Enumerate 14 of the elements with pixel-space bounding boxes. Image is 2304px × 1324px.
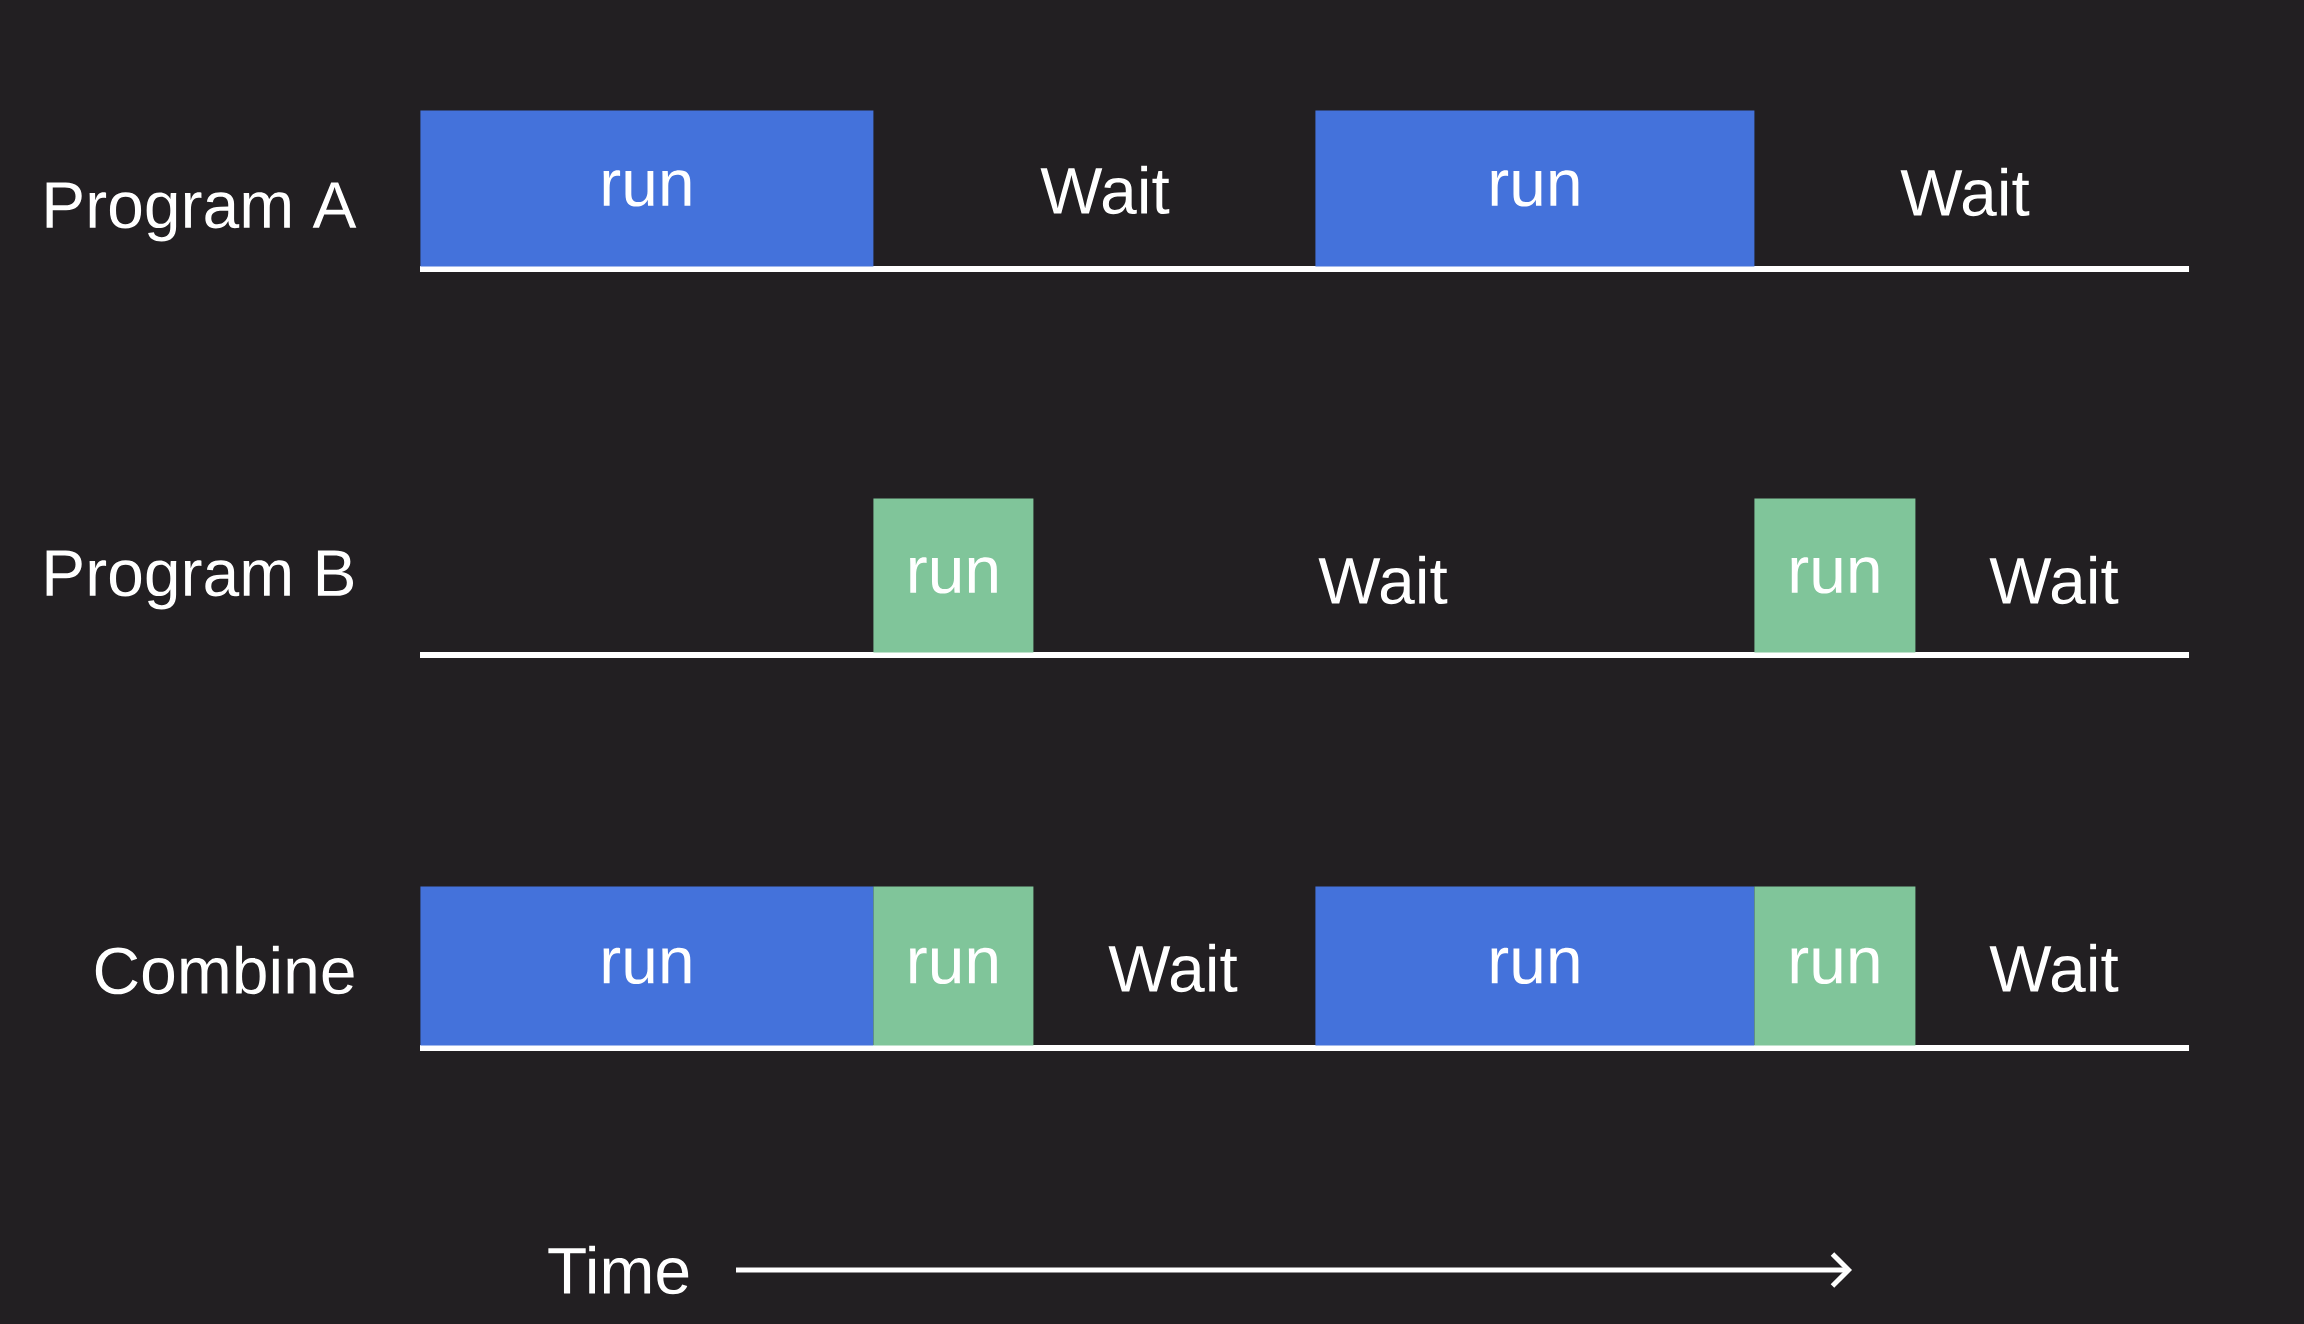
wait-label: Wait: [1040, 165, 1170, 215]
row-label: Program B: [46, 550, 353, 610]
run-block: run: [1315, 886, 1755, 1046]
wait-label: Wait: [1900, 167, 2030, 217]
wait-label: Wait: [1318, 555, 1448, 605]
wait-label: Wait: [1108, 943, 1238, 993]
run-block: run: [873, 886, 1034, 1046]
run-block: run: [1754, 886, 1916, 1046]
run-block: run: [873, 498, 1034, 653]
run-block: run: [1315, 110, 1755, 267]
run-block: run: [1754, 498, 1916, 653]
axis-label: Time: [548, 1245, 689, 1295]
run-block: run: [420, 886, 874, 1046]
run-block: run: [420, 110, 874, 267]
